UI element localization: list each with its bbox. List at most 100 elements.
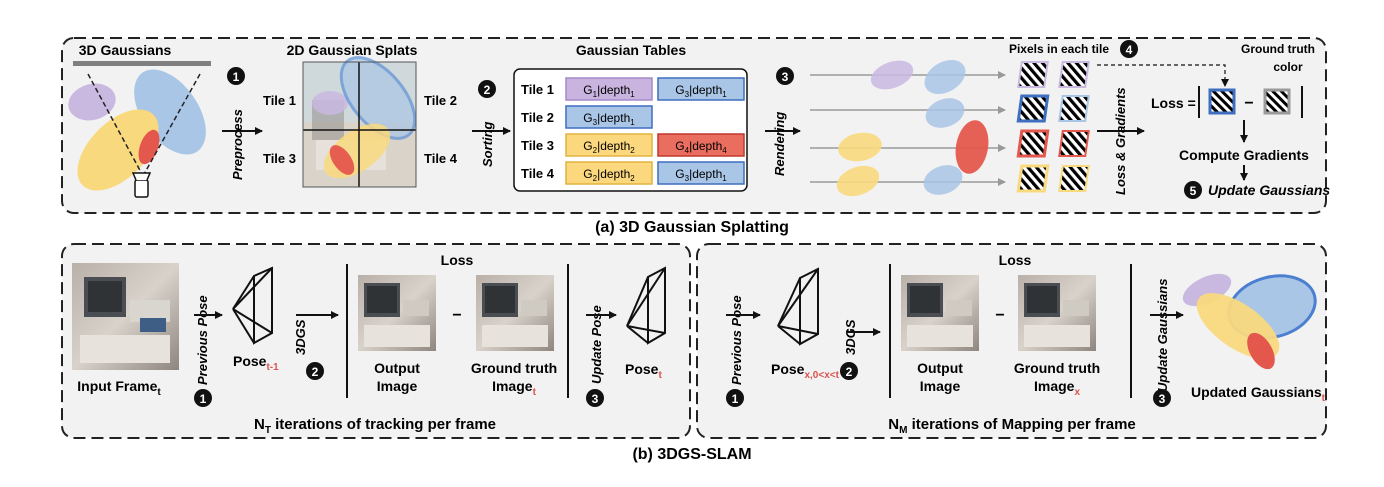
loss-title-mapping: Loss	[999, 252, 1032, 268]
table-cell-text: G4|depth4	[675, 139, 727, 155]
ground-truth-pixel	[1263, 88, 1291, 115]
previous-pose-label-mapping: Previous Pose	[729, 295, 744, 385]
table-row-tile-label: Tile 4	[521, 166, 555, 181]
table-cell-text: G2|depth2	[583, 167, 635, 183]
rendering-label: Rendering	[772, 112, 787, 176]
step-1-label-mapping: 1	[732, 392, 739, 406]
update-pose-label: Update Pose	[589, 305, 604, 384]
loss-minus: −	[1244, 95, 1253, 112]
splats-image	[302, 56, 417, 188]
tile-3-label: Tile 3	[263, 151, 296, 166]
ground-truth-dashed-arrow	[1097, 64, 1229, 87]
step-2-badge-tracking	[306, 362, 324, 380]
sorting-label: Sorting	[480, 121, 495, 167]
update-gaussians-label-mapping: Update Gaussians	[1155, 279, 1170, 392]
step-3-badge-tracking	[586, 389, 604, 407]
loss-minus-mapping: −	[995, 307, 1004, 324]
step-1-badge-tracking	[194, 389, 212, 407]
table-cell-text: G3|depth1	[675, 83, 727, 99]
table-cell-text: G1|depth1	[583, 83, 635, 99]
step-2-badge-a	[478, 80, 496, 98]
camera-frustum-tracking	[232, 266, 273, 345]
step-1-label-a: 1	[233, 70, 240, 84]
update-gaussians-label-a: Update Gaussians	[1208, 182, 1330, 198]
loss-title-tracking: Loss	[441, 252, 474, 268]
caption-a: (a) 3D Gaussian Splatting	[595, 219, 789, 236]
pose-label-mapping: Posex,0<x<t	[771, 361, 840, 381]
predicted-pixel	[1208, 88, 1236, 115]
table-cell	[565, 77, 653, 101]
tracking-footer: NT iterations of tracking per frame	[254, 416, 496, 436]
camera-frustum-updated	[626, 266, 666, 345]
step-2-badge-mapping	[840, 362, 858, 380]
ground-truth-image-tracking	[476, 275, 554, 351]
gaussian-purple	[68, 83, 116, 121]
preprocess-label: Preprocess	[230, 109, 245, 180]
previous-pose-label-tracking: Previous Pose	[195, 295, 210, 385]
gaussian-yellow	[77, 109, 159, 191]
caption-b: (b) 3DGS-SLAM	[632, 446, 751, 463]
camera-frustum-mapping	[777, 267, 819, 346]
table-cell-text: G3|depth1	[675, 167, 727, 183]
pixels-title: Pixels in each tile	[1009, 42, 1109, 56]
ground-truth-label-1-tracking: Ground truth	[471, 360, 557, 376]
pose-label-tracking: Poset-1	[233, 353, 279, 373]
table-row-tile-label: Tile 2	[521, 110, 554, 125]
table-row-tile-label: Tile 1	[521, 82, 554, 97]
step-3-label-mapping: 3	[1159, 392, 1166, 406]
output-image-mapping	[901, 275, 979, 351]
output-image-label-1-tracking: Output	[374, 360, 420, 376]
step-1-label-tracking: 1	[200, 392, 207, 406]
tile-4-label: Tile 4	[424, 151, 458, 166]
table-cell-text: G2|depth2	[583, 139, 635, 155]
output-image-label-2-mapping: Image	[920, 378, 961, 394]
ground-truth-label-1-mapping: Ground truth	[1014, 360, 1100, 376]
updated-gaussians-illustration	[1182, 273, 1317, 370]
table-cell	[657, 133, 745, 157]
splats-title: 2D Gaussian Splats	[287, 42, 418, 58]
loss-equation-label: Loss =	[1151, 95, 1196, 111]
step-1-badge-mapping	[726, 389, 744, 407]
step-2-label-mapping: 2	[846, 365, 853, 379]
input-frame-image	[72, 263, 179, 370]
loss-gradients-label: Loss & Gradients	[1113, 87, 1128, 195]
step-3-label-a: 3	[782, 70, 789, 84]
step-2-label-a: 2	[484, 83, 491, 97]
table-row-tile-label: Tile 3	[521, 138, 554, 153]
step-4-badge-a	[1120, 40, 1138, 58]
step-1-badge-a	[227, 67, 245, 85]
tables-title: Gaussian Tables	[576, 42, 686, 58]
tile-2-label: Tile 2	[424, 93, 457, 108]
gaussians-3d-illustration	[68, 69, 206, 191]
pixel-grid	[1016, 61, 1090, 193]
step-5-label-a: 5	[1190, 184, 1197, 198]
table-cell	[657, 77, 745, 101]
ground-truth-label-2-tracking: Imaget	[492, 378, 536, 398]
step-3-label-tracking: 3	[592, 392, 599, 406]
camera-icon	[131, 172, 152, 198]
table-cell-text: G3|depth1	[583, 111, 635, 127]
ground-truth-label-line2: color	[1273, 60, 1303, 74]
three-dgs-label-mapping: 3DGS	[843, 319, 858, 355]
mapping-footer: NM iterations of Mapping per frame	[888, 416, 1136, 436]
input-frame-label: Input Framet	[77, 378, 161, 398]
gaussian-red	[138, 129, 160, 165]
pose-out-label: Poset	[625, 361, 662, 381]
panel-mapping-frame	[696, 243, 1327, 439]
output-image-label-1-mapping: Output	[917, 360, 963, 376]
compute-gradients-label: Compute Gradients	[1179, 147, 1309, 163]
image-plane-bar	[73, 61, 211, 66]
step-3-badge-a	[776, 67, 794, 85]
step-5-badge-a	[1184, 181, 1202, 199]
ground-truth-image-mapping	[1018, 275, 1096, 351]
table-cell	[657, 161, 745, 185]
output-image-label-2-tracking: Image	[377, 378, 418, 394]
gaussians-title: 3D Gaussians	[79, 42, 172, 58]
table-cell	[565, 161, 653, 185]
ground-truth-label-2-mapping: Imagex	[1034, 378, 1080, 398]
output-image-tracking	[358, 275, 436, 351]
ground-truth-label-line1: Ground truth	[1241, 42, 1315, 56]
table-cell	[565, 105, 653, 129]
